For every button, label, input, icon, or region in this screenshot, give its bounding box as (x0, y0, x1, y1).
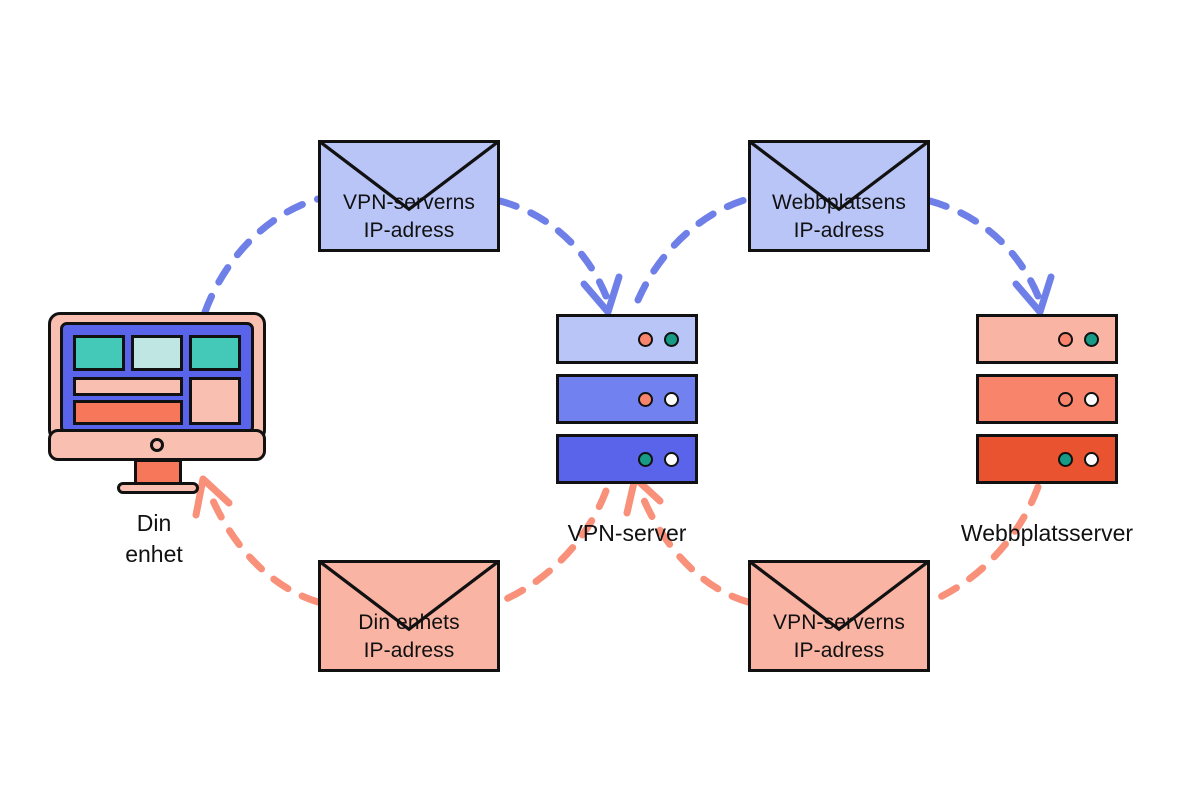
monitor-power-dot (150, 438, 164, 452)
led-indicator (1058, 391, 1073, 407)
vpn-server-unit-2 (556, 374, 698, 424)
envelope-line1: VPN-serverns (343, 191, 475, 214)
led-indicator (1084, 391, 1099, 407)
envelope-line2: IP-adress (363, 639, 455, 662)
vpn-server-caption: VPN-server (567, 520, 687, 546)
flow-arrowhead-vpn-in (580, 273, 623, 316)
screen-tile-1 (73, 335, 125, 371)
vpn-server-unit-1 (556, 314, 698, 364)
envelope-flap-icon (751, 563, 927, 632)
monitor-stand-foot (117, 482, 199, 494)
device-caption: Din enhet (125, 510, 183, 568)
envelope-vpn-server-ip-top: VPN-serverns IP-adress (318, 140, 500, 252)
led-indicator (638, 451, 653, 467)
envelope-line1: Din enhets (358, 611, 460, 634)
screen-tile-5 (73, 400, 183, 425)
led-indicator (1084, 451, 1099, 467)
envelope-vpn-server-ip-bottom: VPN-serverns IP-adress (748, 560, 930, 672)
web-server-caption: Webbplatsserver (960, 520, 1134, 546)
device-monitor (48, 312, 272, 494)
led-indicator (638, 391, 653, 407)
flow-arrow-envelope1-to-vpn (496, 197, 610, 300)
flow-arrowhead-web-in (1012, 273, 1055, 316)
flow-arrow-device-to-envelope1 (201, 195, 322, 316)
led-indicator (1058, 451, 1073, 467)
screen-tile-3 (189, 335, 241, 371)
screen-tile-4 (73, 377, 183, 396)
envelope-line1: Webbplatsens (772, 191, 906, 214)
envelope-flap-icon (751, 143, 927, 212)
flow-arrow-envelope2-to-web (926, 197, 1042, 300)
envelope-device-ip-bottom: Din enhets IP-adress (318, 560, 500, 672)
web-server-unit-3 (976, 434, 1118, 484)
led-indicator (664, 451, 679, 467)
envelope-line2: IP-adress (363, 219, 455, 242)
screen-tile-2 (131, 335, 183, 371)
envelope-line2: IP-adress (793, 639, 885, 662)
led-indicator (664, 391, 679, 407)
envelope-line1: VPN-serverns (773, 611, 905, 634)
led-indicator (638, 331, 653, 347)
led-indicator (664, 331, 679, 347)
vpn-server-unit-3 (556, 434, 698, 484)
led-indicator (1058, 331, 1073, 347)
web-server-unit-1 (976, 314, 1118, 364)
envelope-line2: IP-adress (793, 219, 885, 242)
web-server-unit-2 (976, 374, 1118, 424)
flow-arrow-vpn-to-envelope2 (634, 195, 752, 304)
envelope-flap-icon (321, 143, 497, 212)
led-indicator (1084, 331, 1099, 347)
monitor-screen (60, 322, 254, 434)
envelope-website-ip-top: Webbplatsens IP-adress (748, 140, 930, 252)
screen-tile-6 (189, 377, 241, 425)
envelope-flap-icon (321, 563, 497, 632)
